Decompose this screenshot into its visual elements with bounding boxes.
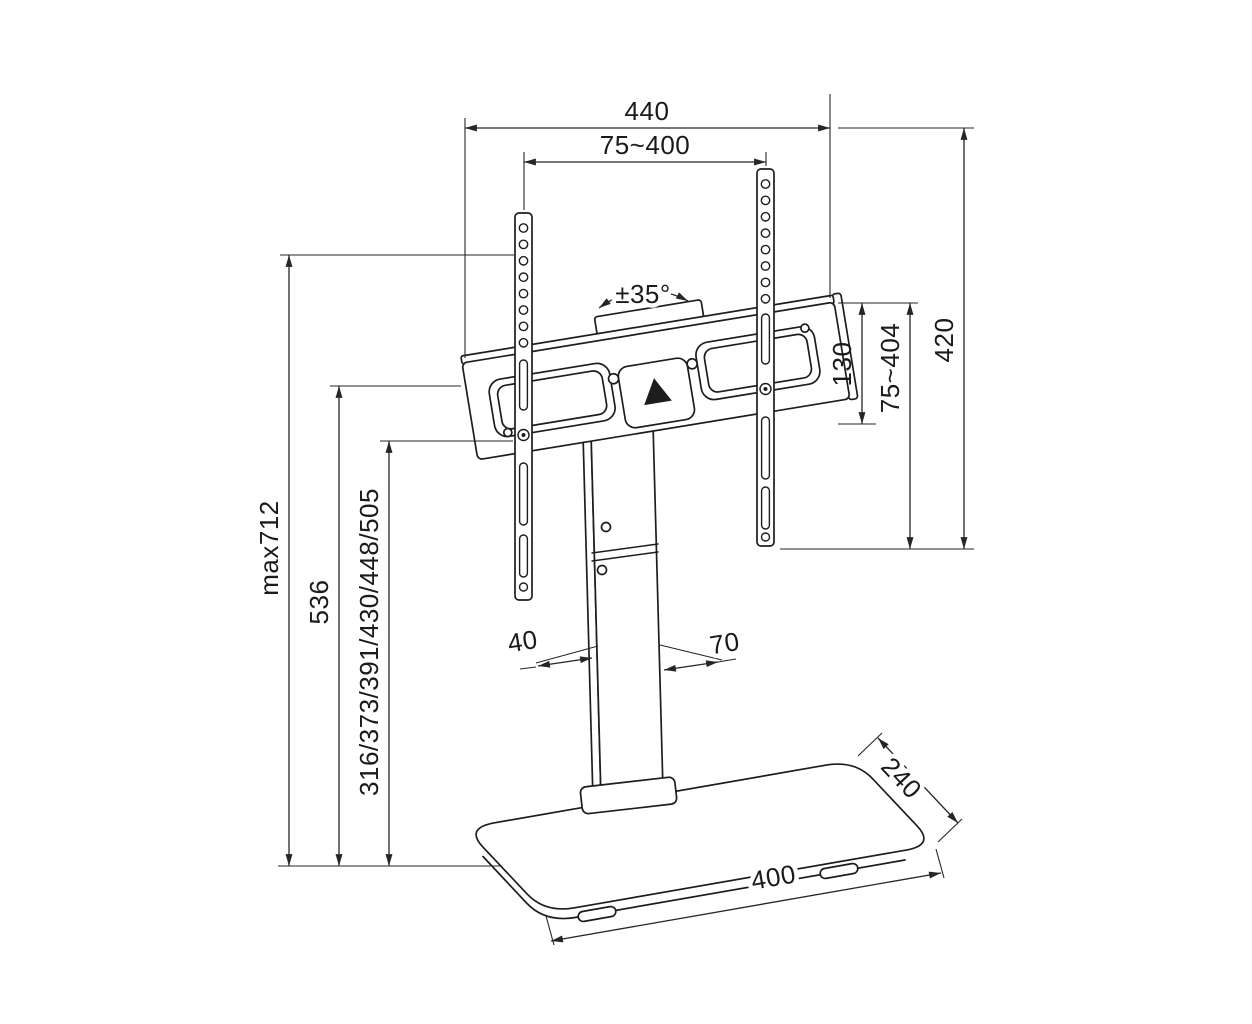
- dimension-height-positions: 316/373/391/430/448/505: [354, 440, 513, 866]
- column-screw-lower: [596, 564, 608, 576]
- vesa-rail-right: [756, 168, 775, 547]
- dimension-column-height: 536: [304, 385, 461, 866]
- rail-slot: [760, 416, 771, 480]
- dimensions: 440 75~400 ±35° 130 75~404: [254, 94, 974, 946]
- column-seam-lower: [591, 551, 659, 562]
- up-arrow-icon: [644, 378, 672, 406]
- column-seam-upper: [591, 543, 659, 554]
- dimension-vesa-height: 75~404: [780, 303, 974, 550]
- dimension-label-overall-width: 440: [625, 96, 670, 126]
- bracket-left-cutout: [488, 362, 616, 438]
- rail-hook-screw: [517, 428, 530, 442]
- base-plate: [475, 763, 925, 923]
- rail-end-hole: [518, 582, 529, 592]
- rail-end-hole: [760, 532, 771, 542]
- dimension-mount-top-height: 420: [838, 127, 974, 549]
- column-screw-upper: [600, 521, 612, 533]
- dimension-label-max-height: max712: [254, 500, 284, 596]
- bracket-screw-right: [800, 323, 810, 333]
- dimension-label-vesa-width: 75~400: [600, 130, 690, 160]
- dimension-label-column-height: 536: [304, 580, 334, 625]
- bracket-hole-right: [686, 357, 699, 370]
- dimension-max-height: max712: [254, 254, 514, 867]
- dimension-label-bracket-height: 130: [827, 342, 857, 387]
- rail-hook-screw: [759, 382, 772, 396]
- rail-body: [756, 168, 775, 547]
- bracket-hole-left: [607, 372, 620, 385]
- vesa-hole-column: [518, 223, 529, 348]
- rail-hook-screw-center: [521, 433, 526, 437]
- rail-slot: [760, 486, 771, 530]
- vesa-bracket: [460, 292, 859, 460]
- rail-slot: [518, 359, 529, 411]
- dimension-label-base-width: 400: [749, 858, 798, 895]
- dimension-overall-width: 440: [464, 94, 831, 358]
- dimension-swivel-angle: ±35°: [598, 275, 689, 314]
- rail-slot: [760, 313, 771, 365]
- dimension-vesa-width: 75~400: [523, 130, 767, 210]
- dimension-column-width: 40: [501, 619, 599, 670]
- dimension-bracket-height: 130: [827, 302, 918, 425]
- vesa-rail-left: [514, 212, 533, 601]
- dimension-column-depth: 70: [659, 621, 746, 672]
- bracket-screw-left: [502, 427, 513, 438]
- rail-body: [514, 212, 533, 601]
- rail-slot: [518, 534, 529, 578]
- dimension-label-column-depth: 70: [707, 626, 741, 660]
- column-front-face: [590, 423, 664, 799]
- pedestal-column: [579, 423, 678, 815]
- dimension-label-height-positions: 316/373/391/430/448/505: [354, 488, 384, 796]
- rail-slot: [518, 462, 529, 526]
- bracket-center-plate: [617, 357, 696, 429]
- swivel-arc: [598, 289, 689, 309]
- vesa-hole-column: [760, 179, 771, 304]
- dimension-label-column-width: 40: [505, 624, 539, 658]
- column-foot-collar: [579, 776, 678, 815]
- dimension-label-mount-top-height: 420: [929, 318, 959, 363]
- base-foot-left: [577, 905, 617, 923]
- dimension-label-swivel-angle: ±35°: [615, 279, 671, 309]
- dimension-label-vesa-height: 75~404: [875, 323, 905, 413]
- rail-hook-screw-center: [763, 387, 768, 391]
- base-foot-right: [819, 862, 859, 880]
